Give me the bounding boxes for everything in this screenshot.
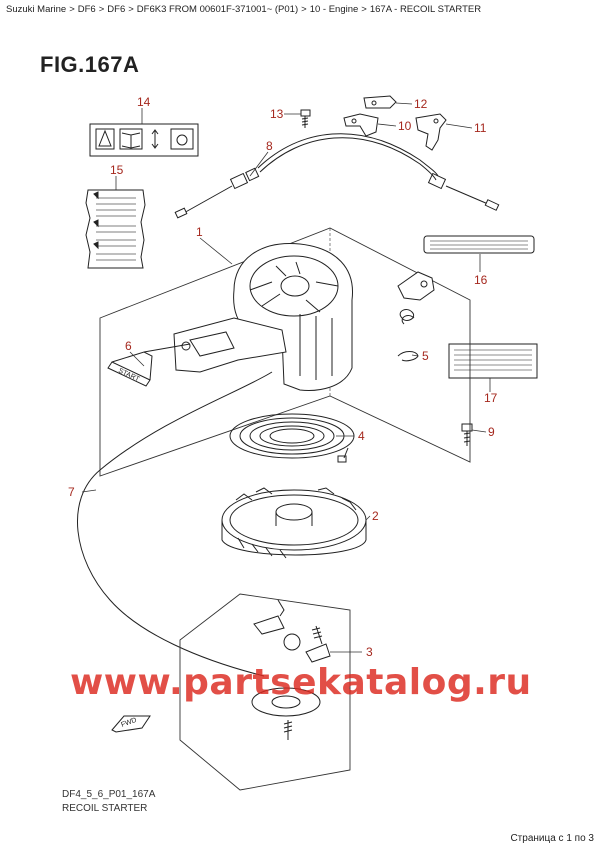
breadcrumb-item-suzuki-marine[interactable]: Suzuki Marine bbox=[6, 4, 67, 15]
clip-part-5[interactable] bbox=[397, 351, 419, 362]
bracket-part-10[interactable] bbox=[343, 113, 379, 137]
label-part-16[interactable] bbox=[423, 235, 535, 254]
starter-handle-part-6[interactable] bbox=[107, 341, 191, 387]
callout-15[interactable]: 15 bbox=[110, 163, 124, 177]
callout-7[interactable]: 7 bbox=[68, 485, 75, 499]
forward-arrow-icon bbox=[111, 715, 151, 733]
breadcrumb-separator: > bbox=[361, 4, 367, 15]
diagram-name: RECOIL STARTER bbox=[62, 803, 148, 814]
recoil-spring-part-4[interactable] bbox=[229, 413, 355, 463]
callout-5[interactable]: 5 bbox=[422, 349, 429, 363]
label-part-17[interactable] bbox=[448, 343, 538, 379]
callout-17[interactable]: 17 bbox=[484, 391, 498, 405]
figure-title: FIG.167A bbox=[40, 52, 140, 77]
breadcrumb-item-current: 167A - RECOIL STARTER bbox=[369, 4, 482, 15]
recoil-housing[interactable] bbox=[173, 242, 353, 391]
breadcrumb-item-engine[interactable]: 10 - Engine bbox=[309, 4, 359, 15]
bracket-part-12[interactable] bbox=[363, 95, 397, 109]
page-indicator: Страница с 1 по 3 bbox=[510, 833, 594, 844]
callout-16[interactable]: 16 bbox=[474, 273, 488, 287]
reel-part-2[interactable] bbox=[221, 487, 367, 559]
callout-2[interactable]: 2 bbox=[372, 509, 379, 523]
callout-6[interactable]: 6 bbox=[125, 339, 132, 353]
breadcrumb-separator: > bbox=[128, 4, 134, 15]
bolt-part-9[interactable] bbox=[461, 423, 473, 446]
callout-11[interactable]: 11 bbox=[474, 121, 487, 135]
starter-rope-part-7[interactable] bbox=[77, 371, 273, 677]
callout-8[interactable]: 8 bbox=[266, 139, 273, 153]
leader-lines bbox=[81, 102, 491, 653]
subassembly-outline bbox=[179, 593, 351, 791]
caution-label-part-14[interactable] bbox=[89, 123, 199, 157]
cable-part-8[interactable] bbox=[174, 133, 500, 219]
bolt-part-13[interactable] bbox=[300, 109, 311, 128]
breadcrumb-item-df6-2[interactable]: DF6 bbox=[107, 4, 126, 15]
callout-4[interactable]: 4 bbox=[358, 429, 365, 443]
callout-14[interactable]: 14 bbox=[137, 95, 151, 109]
callout-3[interactable]: 3 bbox=[366, 645, 373, 659]
callout-10[interactable]: 10 bbox=[398, 119, 412, 133]
bracket-part-11[interactable] bbox=[415, 113, 447, 151]
callout-9[interactable]: 9 bbox=[488, 425, 495, 439]
pawl-assembly[interactable] bbox=[397, 271, 435, 325]
callout-1[interactable]: 1 bbox=[196, 225, 203, 239]
diagram-code: DF4_5_6_P01_167A bbox=[62, 789, 156, 800]
callout-12[interactable]: 12 bbox=[414, 97, 428, 111]
warning-label-part-15[interactable] bbox=[85, 189, 146, 269]
ratchet-part-3[interactable] bbox=[251, 599, 331, 740]
breadcrumb-separator: > bbox=[98, 4, 105, 15]
callout-13[interactable]: 13 bbox=[270, 107, 284, 121]
breadcrumb-item-df6[interactable]: DF6 bbox=[77, 4, 96, 15]
breadcrumb-item-model[interactable]: DF6K3 FROM 00601F-371001~ (P01) bbox=[136, 4, 299, 15]
breadcrumb: Suzuki Marine>DF6>DF6>DF6K3 FROM 00601F-… bbox=[6, 4, 481, 15]
breadcrumb-separator: > bbox=[301, 4, 307, 15]
watermark: www.partsekatalog.ru bbox=[70, 662, 532, 703]
breadcrumb-separator: > bbox=[69, 4, 75, 15]
